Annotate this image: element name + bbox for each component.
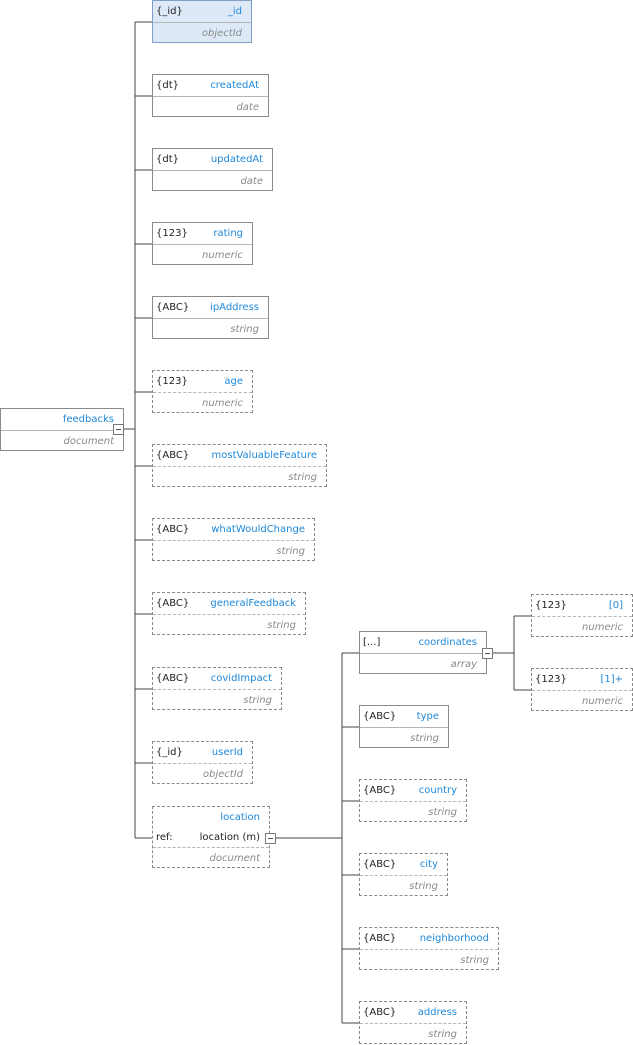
field-name: ipAddress <box>210 302 259 313</box>
field-type: numeric <box>582 696 623 707</box>
field-node-ipAddress[interactable]: {ABC} ipAddress string <box>152 296 269 339</box>
field-node-address[interactable]: {ABC} address string <box>359 1001 467 1044</box>
field-type-icon: {ABC} <box>156 450 190 461</box>
field-type-icon: {dt} <box>156 80 179 91</box>
field-type-icon: {ABC} <box>156 673 190 684</box>
field-type: string <box>276 546 305 557</box>
field-name: covidImpact <box>210 673 272 684</box>
location-name: location <box>220 812 260 823</box>
root-node-feedbacks[interactable]: feedbacks document <box>0 408 124 451</box>
field-node-coordinates-0[interactable]: {123} [0] numeric <box>531 594 633 637</box>
field-type-icon: {ABC} <box>363 1007 397 1018</box>
field-node-type[interactable]: {ABC} type string <box>359 705 449 748</box>
field-type-icon: {123} <box>156 228 188 239</box>
field-name: address <box>417 1007 457 1018</box>
root-name: feedbacks <box>62 414 114 425</box>
field-type-icon: {ABC} <box>363 859 397 870</box>
field-type: array <box>450 659 477 670</box>
field-type-icon: {dt} <box>156 154 179 165</box>
field-type: string <box>428 807 457 818</box>
field-type-icon: {ABC} <box>363 933 397 944</box>
field-type: objectId <box>201 28 242 39</box>
field-type: string <box>409 881 438 892</box>
field-name: mostValuableFeature <box>211 450 318 461</box>
field-type-icon: {_id} <box>156 747 183 758</box>
location-ref-value: location (m) <box>199 832 260 843</box>
field-name: neighborhood <box>419 933 489 944</box>
field-type: string <box>288 472 317 483</box>
field-node-whatWouldChange[interactable]: {ABC} whatWouldChange string <box>152 518 315 561</box>
field-type-icon: {ABC} <box>156 302 190 313</box>
field-type: objectId <box>202 769 243 780</box>
field-node-city[interactable]: {ABC} city string <box>359 853 448 896</box>
field-node-generalFeedback[interactable]: {ABC} generalFeedback string <box>152 592 306 635</box>
field-node-id[interactable]: {_id} _id objectId <box>152 0 252 43</box>
field-name: createdAt <box>210 80 259 91</box>
field-node-age[interactable]: {123} age numeric <box>152 370 253 413</box>
field-type-icon: {_id} <box>156 6 183 17</box>
field-name: [0] <box>608 600 623 611</box>
collapse-coordinates-toggle[interactable] <box>482 648 493 659</box>
field-type: numeric <box>202 250 243 261</box>
collapse-root-toggle[interactable] <box>113 424 124 435</box>
field-type-icon: [...] <box>363 637 381 648</box>
field-type: string <box>460 955 489 966</box>
location-ref-label: ref: <box>156 832 173 843</box>
field-name: rating <box>213 228 243 239</box>
field-name: updatedAt <box>210 154 263 165</box>
field-node-userId[interactable]: {_id} userId objectId <box>152 741 253 784</box>
field-node-location[interactable]: location ref: location (m) document <box>152 806 270 868</box>
field-node-updatedAt[interactable]: {dt} updatedAt date <box>152 148 273 191</box>
field-name: [1]+ <box>600 674 623 685</box>
collapse-location-toggle[interactable] <box>265 833 276 844</box>
field-name: country <box>418 785 457 796</box>
field-type-icon: {ABC} <box>363 785 397 796</box>
field-type-icon: {123} <box>535 600 567 611</box>
field-node-country[interactable]: {ABC} country string <box>359 779 467 822</box>
field-name: coordinates <box>418 637 477 648</box>
field-type: string <box>410 733 439 744</box>
field-type-icon: {123} <box>156 376 188 387</box>
root-type: document <box>63 436 114 447</box>
field-type-icon: {ABC} <box>363 711 397 722</box>
field-name: generalFeedback <box>210 598 296 609</box>
field-node-createdAt[interactable]: {dt} createdAt date <box>152 74 269 117</box>
field-name: age <box>224 376 243 387</box>
field-name: type <box>416 711 439 722</box>
field-node-coordinates-1[interactable]: {123} [1]+ numeric <box>531 668 633 711</box>
field-type: string <box>243 695 272 706</box>
field-name: whatWouldChange <box>211 524 305 535</box>
field-type: numeric <box>202 398 243 409</box>
field-type-icon: {123} <box>535 674 567 685</box>
field-type-icon: {ABC} <box>156 524 190 535</box>
field-type: string <box>230 324 259 335</box>
field-type: date <box>236 102 259 113</box>
location-type: document <box>209 853 260 864</box>
field-type-icon: {ABC} <box>156 598 190 609</box>
field-node-rating[interactable]: {123} rating numeric <box>152 222 253 265</box>
field-node-mostValuableFeature[interactable]: {ABC} mostValuableFeature string <box>152 444 327 487</box>
field-name: _id <box>227 6 242 17</box>
field-name: city <box>419 859 438 870</box>
field-name: userId <box>211 747 243 758</box>
field-node-covidImpact[interactable]: {ABC} covidImpact string <box>152 667 282 710</box>
field-type: string <box>428 1029 457 1040</box>
field-type: numeric <box>582 622 623 633</box>
field-type: date <box>240 176 263 187</box>
field-node-coordinates[interactable]: [...] coordinates array <box>359 631 487 674</box>
field-node-neighborhood[interactable]: {ABC} neighborhood string <box>359 927 499 970</box>
field-type: string <box>267 620 296 631</box>
